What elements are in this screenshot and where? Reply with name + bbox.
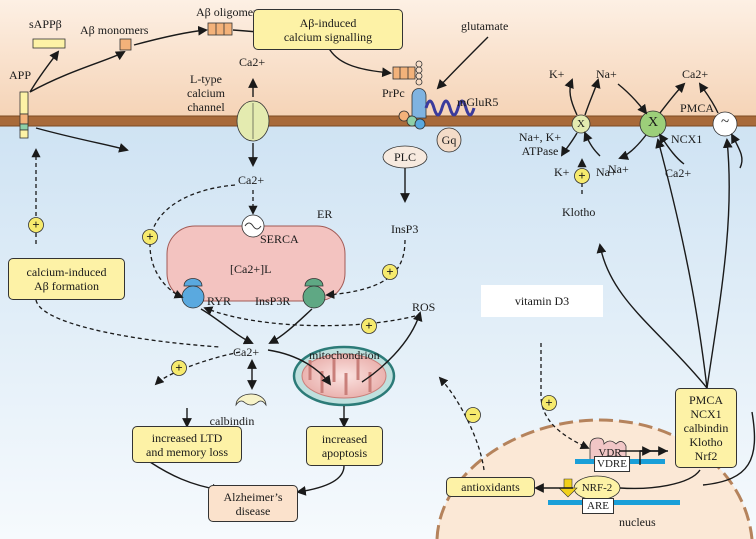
sappb-label: sAPPβ — [29, 17, 62, 31]
calbindin-label: calbindin — [209, 414, 255, 428]
plus-marker — [28, 168, 590, 423]
mitochondrion-shape — [292, 345, 396, 407]
mitochondrion-label: mitochondrion — [309, 348, 380, 362]
ros-label: ROS — [412, 300, 436, 314]
na-bottom-right-label: Na+ — [608, 162, 629, 176]
app-label: APP — [9, 68, 32, 82]
app-protein — [19, 91, 29, 139]
pmca-pump-label: PMCA — [680, 101, 715, 115]
are-dna — [548, 500, 680, 505]
nucleus-label: nucleus — [619, 515, 656, 529]
calbindin-shape — [235, 393, 267, 407]
nak-atpase-label: Na+, K+ ATPase — [518, 130, 562, 158]
ab-monomer — [119, 38, 132, 51]
nak-atpase-pump — [571, 114, 591, 134]
mglur5-receptor — [398, 88, 476, 130]
pmca-pump — [712, 111, 738, 137]
plus-sign: + — [32, 217, 40, 232]
plasma-membrane — [0, 116, 756, 126]
plus-sign: + — [175, 360, 183, 375]
gene-targets-box: PMCA NCX1 calbindin Klotho Nrf2 — [675, 388, 737, 468]
ryr-label: RYR — [207, 294, 232, 308]
serca-pump-icon — [241, 214, 265, 238]
ca-top-right-label: Ca2+ — [682, 67, 709, 81]
gq-label: Gq — [441, 133, 457, 147]
k-bottom-label: K+ — [554, 165, 570, 179]
ca-bottom-right-label: Ca2+ — [665, 166, 692, 180]
glutamate-label: glutamate — [461, 19, 509, 33]
sappb-fragment — [32, 38, 66, 49]
insp3r-channel — [302, 278, 326, 309]
ca-top-label: Ca2+ — [239, 55, 266, 69]
ca-middle-label: Ca2+ — [238, 173, 265, 187]
prpc-label: PrPc — [382, 86, 405, 100]
plus-sign: + — [386, 264, 394, 279]
insp3-label: InsP3 — [391, 222, 419, 236]
exchanger-glyph: X — [577, 118, 585, 130]
antioxidants-box: antioxidants — [446, 477, 535, 497]
prpc-protein — [415, 60, 423, 86]
klotho-label: Klotho — [562, 205, 596, 219]
increased-apoptosis-box: increased apoptosis — [306, 426, 383, 466]
er-label: ER — [317, 207, 333, 221]
vitamin-d3-box: vitamin D3 — [481, 285, 603, 317]
plus-sign: + — [545, 395, 553, 410]
gq-protein — [436, 127, 462, 153]
increased-ltd-box: increased LTD and memory loss — [132, 426, 242, 463]
plus-sign: + — [365, 318, 373, 333]
vdre-label: VDRE — [594, 456, 630, 472]
na-bottom-left-label: Na+ — [596, 165, 617, 179]
nrf2-label: NRF-2 — [581, 482, 613, 494]
exchanger-glyph: X — [647, 115, 659, 130]
ca-lumen-label: [Ca2+]L — [230, 262, 272, 276]
ab-monomers-label: Aβ monomers — [80, 23, 149, 37]
ab-calcium-signalling-box: Aβ-induced calcium signalling — [253, 9, 403, 50]
ab-oligomer-label: Aβ oligomer — [196, 5, 258, 19]
ab-oligomer-bound — [392, 66, 416, 80]
plus-sign: + — [146, 229, 154, 244]
ltype-channel-label: L-type calcium channel — [187, 72, 225, 114]
ncx1-exchanger — [639, 110, 667, 138]
ab-oligomer — [207, 22, 233, 36]
ltype-channel-shape — [236, 100, 270, 142]
serca-label: SERCA — [260, 232, 299, 246]
minus-sign: − — [469, 407, 477, 422]
k-top-label: K+ — [549, 67, 565, 81]
alzheimers-box: Alzheimer’s disease — [208, 485, 298, 522]
are-label: ARE — [582, 498, 614, 514]
na-top-label: Na+ — [596, 67, 617, 81]
ncx1-label: NCX1 — [671, 132, 703, 146]
ca-lower-label: Ca2+ — [233, 345, 260, 359]
mglur5-label: mGluR5 — [457, 95, 499, 109]
plc-label: PLC — [393, 150, 417, 164]
insp3r-label: InsP3R — [255, 294, 291, 308]
calcium-induced-ab-box: calcium-induced Aβ formation — [8, 258, 125, 300]
ryr-channel — [181, 278, 205, 309]
pump-glyph: ~ — [720, 114, 730, 130]
plus-sign: + — [578, 168, 586, 183]
